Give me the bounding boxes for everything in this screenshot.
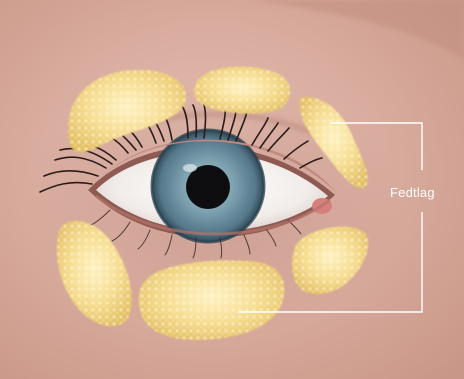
eye-highlight [183, 164, 197, 172]
callout-label-fedtlag: Fedtlag [390, 185, 435, 200]
